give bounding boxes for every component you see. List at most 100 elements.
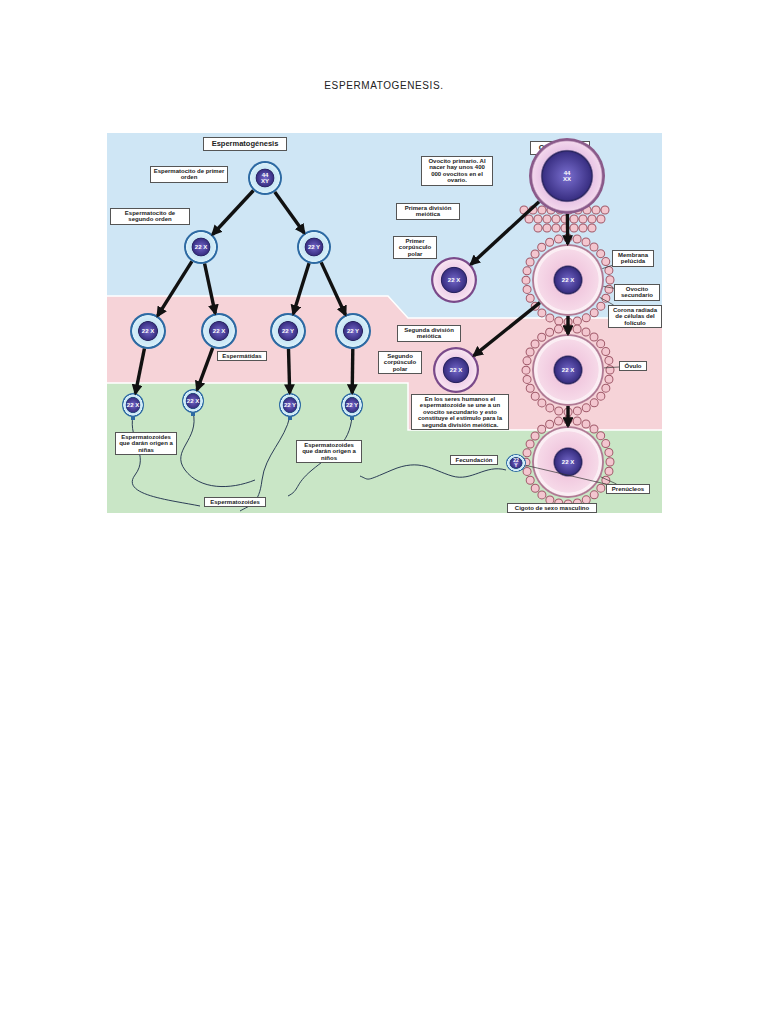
sperm-head: 22 Y bbox=[506, 454, 526, 472]
sperm-head: 22 Y bbox=[279, 393, 301, 417]
label-box: Ovocito primario. Al nacer hay unos 400 … bbox=[421, 156, 493, 186]
cell-circle: 22 Y bbox=[270, 313, 306, 349]
cell-circle: 22 X bbox=[532, 244, 604, 316]
label-box: Segundo corpúsculo polar bbox=[378, 351, 422, 374]
process-arrow bbox=[351, 349, 355, 393]
caption-text: Corona radiada de células del folículo bbox=[611, 307, 659, 326]
corona-radiata bbox=[526, 328, 610, 412]
process-arrow bbox=[135, 349, 144, 394]
chromosome-label: 22 Y bbox=[346, 328, 360, 334]
caption-text: Segunda división meiótica bbox=[400, 327, 458, 340]
leader-line bbox=[603, 286, 614, 288]
cell-circle: 22 X bbox=[532, 334, 604, 406]
sperm-head: 22 X bbox=[122, 393, 144, 417]
corona-radiata bbox=[526, 420, 610, 504]
process-arrow bbox=[293, 263, 309, 314]
caption-text: Membrana pelúcida bbox=[615, 252, 651, 265]
process-arrow bbox=[474, 303, 540, 356]
chromosome-label: 44 XY bbox=[258, 172, 272, 184]
chromosome-label: 22 X bbox=[561, 277, 575, 283]
sperm-tail bbox=[132, 416, 200, 506]
label-box: Prenúcleos bbox=[606, 484, 650, 494]
cell-circle: 22 X bbox=[184, 230, 218, 264]
caption-text: Espermatocito de primer orden bbox=[153, 168, 225, 181]
cell-circle: 22 Y bbox=[297, 230, 331, 264]
blue-band bbox=[107, 133, 662, 513]
cell-circle: 22 X bbox=[431, 257, 477, 303]
page-title: ESPERMATOGENESIS. bbox=[0, 80, 768, 91]
caption-text: Espermatozoides que darán origen a niñas bbox=[118, 434, 174, 453]
label-box: Primera división meiótica bbox=[396, 203, 460, 220]
cell-circle: 44 XY bbox=[248, 161, 282, 195]
label-box: Espermatozoides que darán origen a niñas bbox=[115, 432, 177, 455]
chromosome-label: 22 X bbox=[212, 328, 226, 334]
label-box: Cigoto de sexo masculino bbox=[507, 503, 597, 513]
caption-text: Primera división meiótica bbox=[399, 205, 457, 218]
chromosome-label: 22 Y bbox=[511, 458, 521, 468]
label-box: Primer corpúsculo polar bbox=[393, 236, 437, 259]
process-arrow bbox=[205, 264, 216, 314]
leader-line bbox=[600, 297, 614, 305]
caption-text: Segundo corpúsculo polar bbox=[381, 353, 419, 372]
process-arrow bbox=[158, 261, 192, 315]
label-box: En los seres humanos el espermatozoide s… bbox=[411, 394, 509, 430]
label-box: Ovocito secundario bbox=[614, 284, 660, 301]
cell-circle: 22 X22 Y bbox=[532, 426, 604, 498]
caption-text: Óvulo bbox=[622, 363, 644, 369]
process-arrow bbox=[471, 202, 539, 265]
follicle-cells bbox=[538, 224, 598, 233]
label-box: Espermatogénesis bbox=[203, 137, 287, 151]
chromosome-label: 44 XX bbox=[560, 170, 574, 182]
sperm-tail bbox=[360, 465, 506, 479]
caption-text: Fecundación bbox=[453, 457, 495, 463]
cell-circle: 22 Y bbox=[335, 313, 371, 349]
process-arrow bbox=[566, 316, 569, 334]
corona-radiata bbox=[526, 238, 610, 322]
label-box: Espermatocito de segundo orden bbox=[110, 208, 190, 225]
caption-text: Primer corpúsculo polar bbox=[396, 238, 434, 257]
caption-text: Espermatocito de segundo orden bbox=[113, 210, 187, 223]
caption-text: Cigoto de sexo masculino bbox=[510, 505, 594, 511]
process-arrow bbox=[566, 214, 570, 244]
chromosome-label: 22 X bbox=[186, 398, 200, 404]
label-box: Segunda división meiótica bbox=[397, 325, 461, 342]
process-arrow bbox=[213, 191, 254, 235]
corona-radiata bbox=[526, 238, 610, 322]
chromosome-label: 22 Y bbox=[307, 244, 321, 250]
cell-circle: 44 XX bbox=[529, 138, 605, 214]
caption-text: Espermatogénesis bbox=[207, 140, 283, 148]
follicle-cells bbox=[529, 215, 607, 224]
follicle-cells bbox=[538, 225, 598, 232]
chromosome-label: 22 Y bbox=[345, 402, 359, 408]
caption-text: Ovocito secundario bbox=[617, 286, 657, 299]
sperm-head: 22 X bbox=[182, 389, 204, 413]
process-arrow bbox=[566, 406, 569, 426]
label-box: Corona radiada de células del folículo bbox=[608, 305, 662, 328]
leader-line bbox=[601, 477, 617, 484]
caption-text: Ovocito primario. Al nacer hay unos 400 … bbox=[424, 158, 490, 184]
cell-circle: 22 X bbox=[433, 347, 479, 393]
caption-text: Espermatozoides bbox=[207, 499, 263, 505]
chromosome-label: 22 X bbox=[194, 244, 208, 250]
cell-circle: 22 X bbox=[130, 313, 166, 349]
process-arrow bbox=[275, 192, 304, 233]
label-box: Fecundación bbox=[450, 455, 498, 465]
chromosome-label: 22 Y bbox=[281, 328, 295, 334]
sperm-tail bbox=[181, 412, 255, 487]
chromosome-label: 22 X bbox=[561, 367, 575, 373]
label-box: Espermatocito de primer orden bbox=[150, 166, 228, 183]
process-arrow bbox=[289, 349, 290, 393]
corona-radiata bbox=[526, 420, 610, 504]
chromosome-label: 22 Y bbox=[283, 402, 297, 408]
label-box: Espermatozoides bbox=[204, 497, 266, 507]
caption-text: Espermátidas bbox=[220, 353, 264, 359]
chromosome-label: 22 X bbox=[126, 402, 140, 408]
label-box: Óvulo bbox=[619, 361, 647, 371]
cell-circle: 22 X bbox=[201, 313, 237, 349]
caption-text: Prenúcleos bbox=[609, 486, 647, 492]
leader-line bbox=[604, 367, 619, 369]
process-arrow bbox=[197, 348, 213, 390]
label-box: Espermátidas bbox=[217, 351, 267, 361]
